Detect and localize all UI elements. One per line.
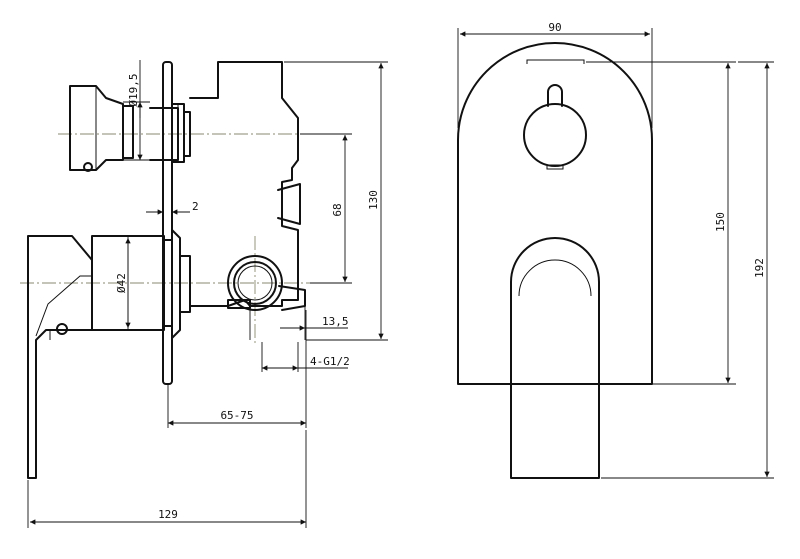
diverter-knob [69,85,179,172]
dim-label-plate-gap: 2 [192,200,199,213]
dim-label-total-height: 192 [753,258,766,278]
dim-label-handle-dia: Ø19,5 [127,73,140,106]
dim-plate-height: 150 [586,61,736,385]
diverter-knob-front [523,84,587,170]
dim-body-diameter: Ø42 [115,236,131,330]
dim-label-center-height: 68 [331,203,344,216]
dim-body-height: 130 [284,61,388,341]
dim-wall-depth: 65-75 [167,310,307,428]
plate-top-edge [526,59,585,64]
diverter-stem [171,103,191,163]
side-view: Ø19,5 2 Ø42 68 130 [20,60,388,528]
dim-handle-diameter: Ø19,5 [123,60,150,161]
dim-label-port-offset: 13,5 [322,315,349,328]
dim-label-body-height: 130 [367,190,380,210]
cover-plate [457,42,653,385]
dim-label-wall-depth: 65-75 [220,409,253,422]
dim-label-total-depth: 129 [158,508,178,521]
dim-label-plate-height: 150 [714,212,727,232]
dim-plate-width: 90 [457,21,653,128]
wall-plate [162,61,173,385]
outlet-port [227,255,306,311]
lever-handle-front [510,237,600,479]
dim-total-depth: 129 [27,430,307,528]
dim-label-port-thread: 4-G1/2 [310,355,350,368]
dim-total-height: 192 [601,61,774,479]
lever-handle [27,229,191,479]
dim-port-offset: 13,5 [249,306,349,340]
dim-plate-gap: 2 [146,200,199,215]
dim-label-plate-width: 90 [548,21,561,34]
dim-label-body-dia: Ø42 [115,273,128,293]
front-view: 90 150 192 [457,21,774,479]
dim-center-height: 68 [300,133,352,284]
